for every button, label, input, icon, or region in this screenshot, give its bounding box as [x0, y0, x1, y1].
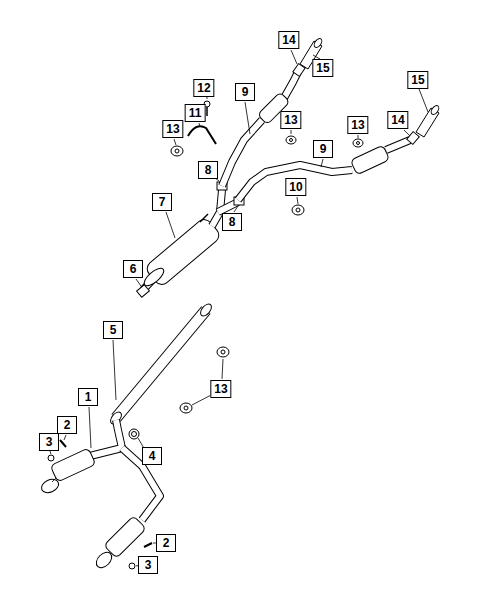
callout-number: 13 [210, 380, 231, 398]
callout-number: 9 [313, 140, 333, 158]
callout-number: 15 [312, 59, 333, 77]
callout-number: 3 [39, 433, 59, 451]
callout-number: 14 [387, 111, 408, 129]
callout-number: 11 [185, 104, 206, 122]
callout-number: 13 [162, 120, 183, 138]
callout-number: 4 [142, 447, 162, 465]
callout-number: 1 [78, 388, 98, 406]
callout-number: 14 [278, 31, 299, 49]
callout-number: 13 [347, 116, 368, 134]
callout-number: 8 [198, 161, 218, 179]
callout-number: 2 [57, 416, 77, 434]
callout-number: 10 [285, 178, 306, 196]
callout-number: 9 [235, 83, 255, 101]
callout-number: 15 [407, 71, 428, 89]
callout-number: 13 [280, 111, 301, 129]
callout-number: 12 [193, 79, 214, 97]
callout-number: 7 [152, 193, 172, 211]
callout-number: 8 [222, 213, 242, 231]
callout-number: 2 [156, 534, 176, 552]
callout-number: 3 [138, 556, 158, 574]
callout-number: 6 [123, 260, 143, 278]
callout-number: 5 [103, 321, 123, 339]
